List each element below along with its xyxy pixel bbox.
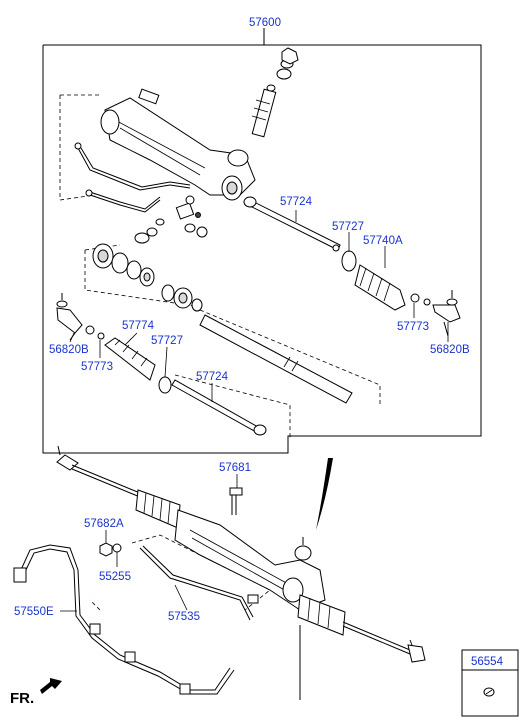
- callout-55255: 55255: [99, 571, 131, 583]
- callout-56820B-left: 56820B: [49, 344, 89, 356]
- rack-bar: [199, 314, 353, 404]
- pinion-shaft: [251, 47, 299, 138]
- callout-57724-top: 57724: [280, 196, 313, 208]
- callout-56554: 56554: [471, 656, 504, 668]
- front-arrow-icon: [40, 678, 62, 694]
- callout-56820B-right: 56820B: [430, 344, 470, 356]
- seals-row: [92, 243, 203, 312]
- rack-housing: [100, 88, 256, 201]
- callout-57550E: 57550E: [14, 606, 54, 618]
- bellows-right: [354, 264, 406, 311]
- steel-lines: [74, 142, 191, 213]
- clamp-ring-top: [341, 250, 357, 272]
- nut-left: [85, 325, 95, 335]
- tie-rod-end-right: [432, 290, 461, 337]
- inner-tie-rod-top: [243, 196, 341, 252]
- direction-label: FR.: [10, 690, 34, 707]
- clamp-ring-left: [158, 376, 172, 394]
- callout-57681: 57681: [219, 462, 251, 474]
- nut-right: [423, 298, 431, 306]
- callout-57774: 57774: [122, 320, 155, 332]
- clamp-right: [410, 293, 420, 303]
- callout-57724-bottom: 57724: [196, 371, 229, 383]
- hose-assembly: [13, 544, 301, 700]
- tie-rod-end-left: [56, 293, 83, 341]
- yoke-parts: [134, 195, 208, 244]
- callout-57773-right: 57773: [397, 321, 429, 333]
- inner-tie-rod-bottom: [171, 379, 267, 436]
- leader-lines-lower: [60, 474, 238, 612]
- callout-57773-left: 57773: [81, 361, 113, 373]
- callout-57727-left: 57727: [151, 335, 183, 347]
- bellows-left: [104, 337, 156, 381]
- callout-57740A: 57740A: [363, 235, 403, 247]
- clip-icon: [483, 687, 495, 697]
- legend-box: 56554: [461, 649, 519, 717]
- callout-57535: 57535: [168, 611, 200, 623]
- exploded-view-frame: [42, 28, 482, 454]
- callout-57727-top: 57727: [332, 221, 364, 233]
- lower-steel-lines: [139, 545, 259, 621]
- assembled-rack: [56, 445, 426, 663]
- leader-lines-upper: [69, 210, 449, 402]
- separator-swoosh: [316, 458, 333, 530]
- clamp-left: [97, 332, 105, 340]
- callout-57682A: 57682A: [84, 518, 124, 530]
- callout-57600: 57600: [249, 17, 281, 29]
